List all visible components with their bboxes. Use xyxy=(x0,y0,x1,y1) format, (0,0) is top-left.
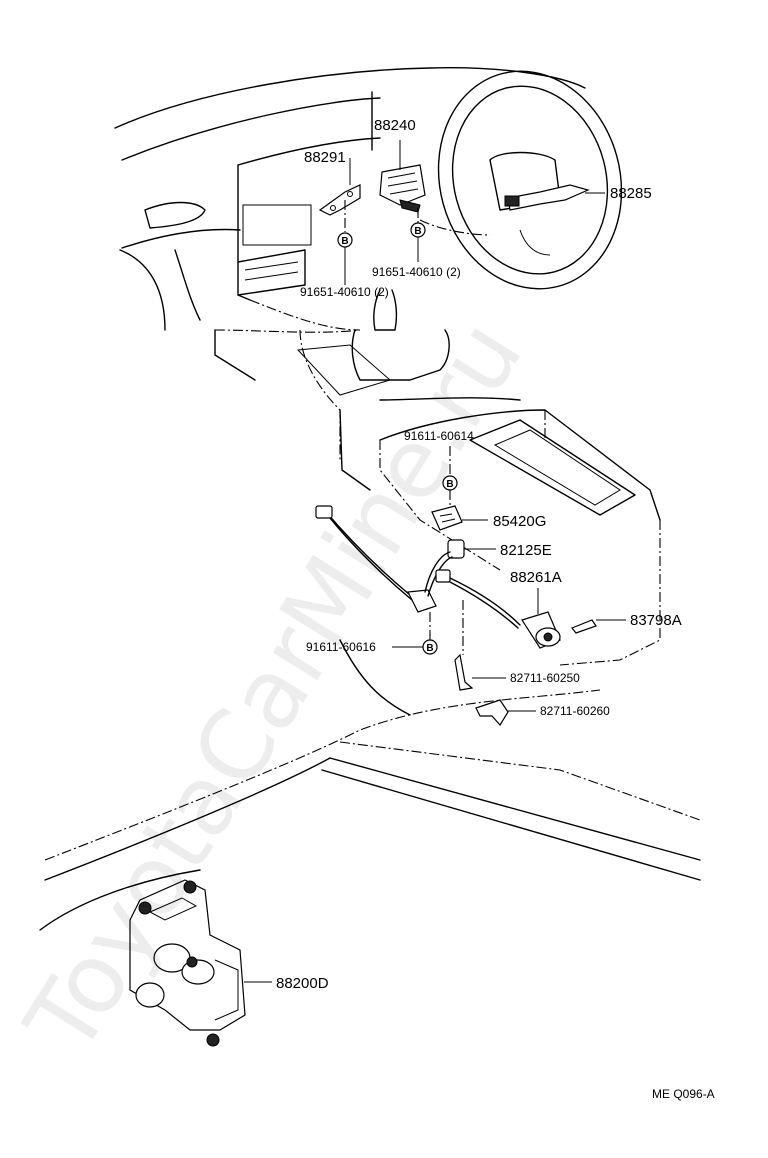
part-88261A xyxy=(521,611,561,649)
label-88200D: 88200D xyxy=(276,975,329,992)
label-82125E: 82125E xyxy=(500,542,552,559)
label-bolt-left: 91651-40610 (2) xyxy=(300,285,389,299)
part-82711-60250 xyxy=(454,653,474,691)
label-91611-60614: 91611-60614 xyxy=(404,429,474,443)
floor-outline xyxy=(39,639,701,931)
svg-text:B: B xyxy=(414,226,421,237)
part-82711-60260 xyxy=(475,699,509,727)
label-88285: 88285 xyxy=(610,185,652,202)
steering-wheel xyxy=(419,70,623,290)
label-88291: 88291 xyxy=(304,149,346,166)
label-85420G: 85420G xyxy=(493,513,546,530)
svg-text:B: B xyxy=(341,236,348,247)
label-88261A: 88261A xyxy=(510,569,562,586)
label-bolt-right: 91651-40610 (2) xyxy=(372,265,461,279)
part-88291 xyxy=(318,184,361,216)
part-82125E xyxy=(447,539,465,559)
bolt-marker-91611-60616: B xyxy=(422,639,438,655)
svg-text:B: B xyxy=(446,479,453,490)
part-88200D xyxy=(129,879,246,1047)
center-console xyxy=(379,409,661,666)
label-88240: 88240 xyxy=(374,117,416,134)
part-83798A xyxy=(571,619,597,634)
label-83798A: 83798A xyxy=(630,612,682,629)
part-88285 xyxy=(504,184,590,211)
dashboard-outline xyxy=(114,67,586,491)
label-82711-60260: 82711-60260 xyxy=(540,704,610,718)
svg-text:B: B xyxy=(426,643,433,654)
part-88240 xyxy=(379,164,426,213)
part-85420G xyxy=(431,505,463,531)
label-91611-60616: 91611-60616 xyxy=(306,640,376,654)
wiring-harness xyxy=(315,505,521,629)
diagram-code: ME Q096-A xyxy=(652,1087,715,1101)
bolt-marker-88240: B xyxy=(410,222,426,238)
bolt-marker-88291: B xyxy=(337,232,353,248)
label-82711-60250: 82711-60250 xyxy=(510,671,580,685)
